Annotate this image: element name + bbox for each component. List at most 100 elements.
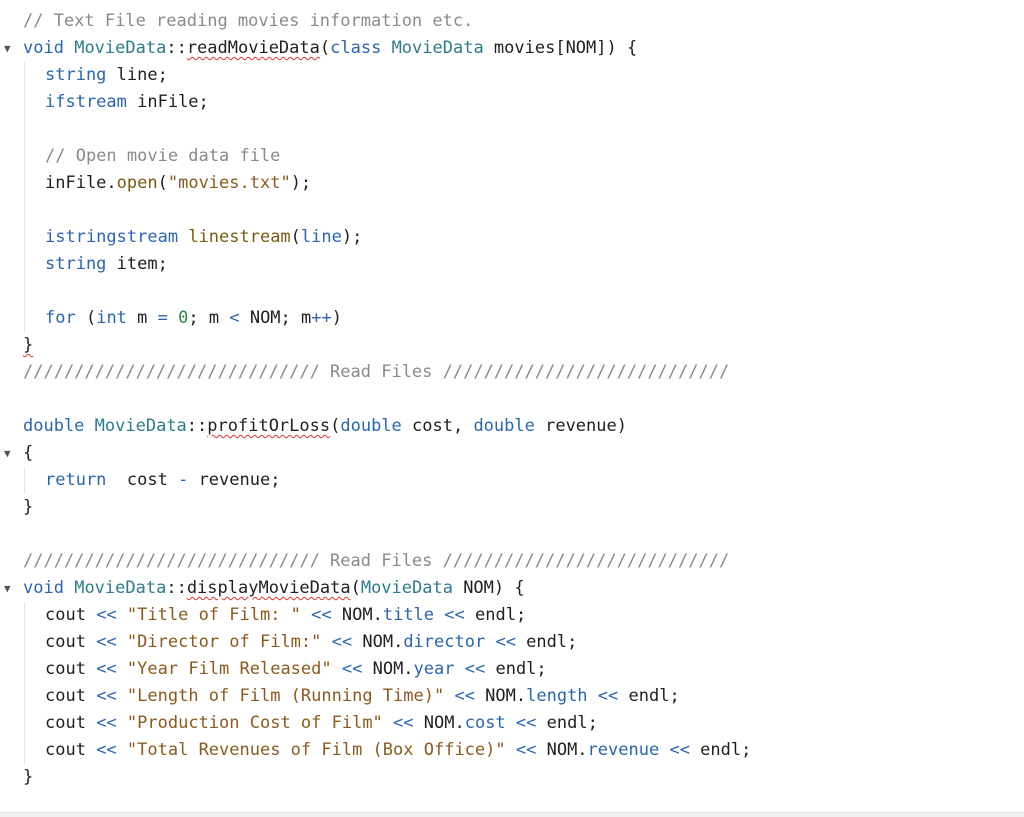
- code-text: ifstream inFile;: [45, 89, 209, 116]
- code-token: cout: [45, 605, 97, 625]
- code-text: string line;: [45, 62, 168, 89]
- code-text: ///////////////////////////// Read Files…: [23, 359, 729, 386]
- code-token: endl;: [485, 659, 547, 679]
- code-token: NOM; m: [239, 308, 312, 328]
- code-token: double: [23, 416, 85, 436]
- code-token: MovieData: [94, 416, 187, 436]
- code-token: endl;: [618, 686, 680, 706]
- code-token: [383, 713, 393, 733]
- code-text: return cost - revenue;: [45, 467, 280, 494]
- code-token: double: [473, 416, 535, 436]
- code-token: }: [23, 335, 34, 355]
- code-token: }: [23, 767, 34, 787]
- code-token: [444, 686, 454, 706]
- code-token: [117, 659, 127, 679]
- code-token: [117, 605, 127, 625]
- code-token: endl;: [689, 740, 752, 760]
- triangle-down-icon[interactable]: ▼: [4, 582, 11, 595]
- code-token: cout: [45, 740, 97, 760]
- code-token: [455, 659, 465, 679]
- code-token: {: [23, 443, 34, 463]
- code-token: void: [23, 578, 64, 598]
- code-token: double: [340, 416, 402, 436]
- code-token: NOM.: [536, 740, 588, 760]
- code-text: }: [23, 494, 33, 521]
- code-token: NOM.: [362, 659, 414, 679]
- code-token: NOM.: [474, 686, 527, 706]
- code-token: <<: [393, 713, 414, 733]
- code-token: length: [526, 686, 588, 706]
- code-token: year: [413, 659, 455, 679]
- code-token: <<: [454, 686, 475, 706]
- code-token: "Length of Film (Running Time)": [126, 686, 445, 706]
- code-token: <<: [96, 713, 117, 733]
- code-token: ::: [166, 38, 187, 58]
- code-token: line: [300, 227, 342, 247]
- code-token: movies[NOM]) {: [483, 38, 638, 58]
- code-token: <<: [495, 632, 516, 652]
- code-token: (: [319, 38, 331, 58]
- code-token: void: [23, 38, 64, 58]
- code-text: cout << "Production Cost of Film" << NOM…: [45, 710, 598, 737]
- code-token: [168, 308, 178, 328]
- triangle-down-icon[interactable]: ▼: [4, 42, 11, 55]
- code-token: inFile.: [45, 173, 117, 193]
- code-token: cout: [45, 632, 97, 652]
- code-token: <<: [96, 605, 117, 625]
- code-token: ::: [186, 416, 208, 436]
- code-token: [178, 227, 188, 247]
- code-token: cost: [464, 713, 506, 733]
- code-token: // Text File reading movies information …: [23, 11, 474, 31]
- code-text: cout << "Total Revenues of Film (Box Off…: [45, 737, 751, 764]
- code-token: endl;: [464, 605, 527, 625]
- code-token: <<: [96, 659, 117, 679]
- code-token: "Director of Film:": [126, 632, 322, 652]
- code-token: [117, 686, 127, 706]
- code-token: 0: [178, 308, 189, 328]
- code-token: ++: [311, 308, 332, 328]
- code-text: void MovieData::readMovieData(class Movi…: [23, 35, 637, 62]
- code-text: string item;: [45, 251, 168, 278]
- code-token: ::: [166, 578, 187, 598]
- code-token: <<: [341, 659, 363, 679]
- code-token: revenue: [587, 740, 660, 760]
- code-text: }: [23, 332, 33, 359]
- code-token: <<: [96, 686, 117, 706]
- code-token: director: [403, 632, 486, 652]
- code-token: "Year Film Released": [126, 659, 332, 679]
- code-text: inFile.open("movies.txt");: [45, 170, 311, 197]
- code-token: (: [75, 308, 97, 328]
- code-text: ///////////////////////////// Read Files…: [23, 548, 729, 575]
- code-token: "Title of Film: ": [126, 605, 301, 625]
- code-token: MovieData: [74, 38, 167, 58]
- code-token: "movies.txt": [167, 173, 291, 193]
- code-token: istringstream: [45, 227, 179, 247]
- indent-guide: [24, 62, 25, 332]
- code-token: NOM) {: [452, 578, 525, 598]
- code-token: (: [157, 173, 168, 193]
- code-token: <<: [311, 605, 332, 625]
- code-token: "Production Cost of Film": [126, 713, 383, 733]
- code-token: NOM.: [352, 632, 404, 652]
- triangle-down-icon[interactable]: ▼: [4, 447, 11, 460]
- code-token: [434, 605, 444, 625]
- code-token: line;: [106, 65, 168, 85]
- code-token: ; m: [188, 308, 230, 328]
- code-token: [117, 740, 127, 760]
- code-token: [659, 740, 669, 760]
- code-token: cost: [106, 470, 179, 490]
- code-token: [485, 632, 495, 652]
- code-token: revenue): [534, 416, 627, 436]
- code-token: MovieData: [74, 578, 167, 598]
- code-token: (: [290, 227, 301, 247]
- code-text: // Text File reading movies information …: [23, 8, 473, 35]
- code-token: =: [157, 308, 168, 328]
- code-token: [64, 578, 74, 598]
- code-token: readMovieData: [186, 38, 320, 58]
- code-token: open: [116, 173, 158, 193]
- code-token: MovieData: [391, 38, 484, 58]
- code-token: return: [45, 470, 107, 490]
- code-text: cout << "Title of Film: " << NOM.title <…: [45, 602, 526, 629]
- code-token: );: [341, 227, 363, 247]
